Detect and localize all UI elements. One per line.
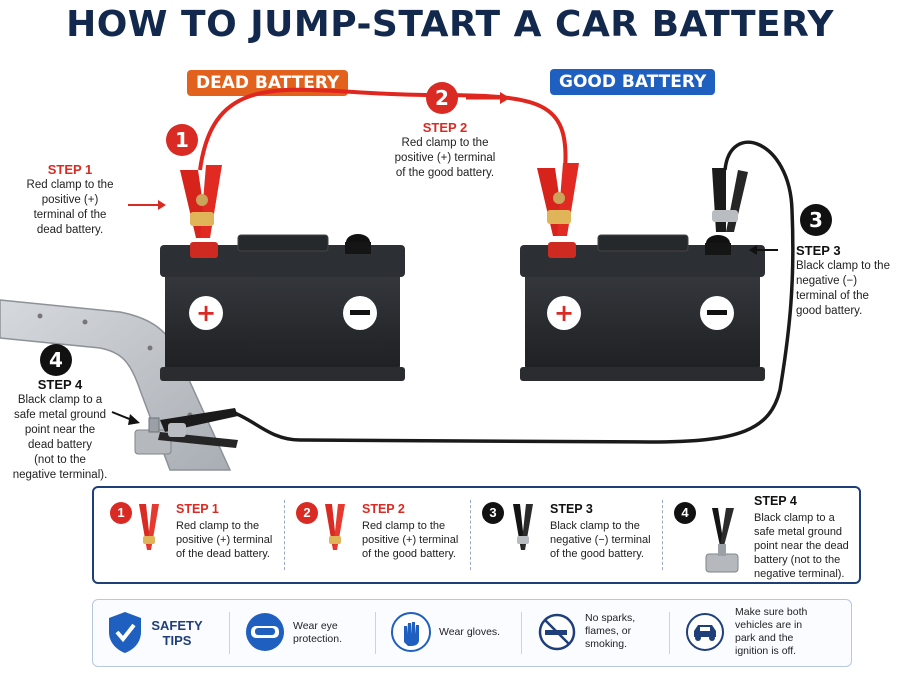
red-cable (198, 87, 568, 171)
summary-step1-badge: 1 (110, 502, 132, 524)
step2-number: 2 (426, 82, 458, 114)
glove-icon (391, 612, 431, 652)
summary-divider (662, 500, 664, 570)
tips-divider (375, 612, 376, 654)
step4-pointer (111, 411, 140, 425)
svg-text:+: + (196, 299, 216, 327)
tips-divider (669, 612, 670, 654)
dead-minus-symbol (343, 296, 377, 330)
tip-gloves-text: Wear gloves. (439, 626, 501, 638)
shield-check-icon (109, 612, 141, 653)
ground-clamp-icon (705, 508, 739, 573)
step3-pointer (749, 245, 778, 255)
dead-battery (160, 234, 405, 381)
black-clamp-good (712, 168, 748, 232)
jump-start-diagram: + + (0, 87, 795, 471)
good-minus-symbol (700, 296, 734, 330)
step1-number: 1 (166, 124, 198, 156)
goggles-icon (246, 613, 284, 651)
step1-pointer (128, 200, 166, 210)
tip-gloves: Wear gloves. (385, 600, 519, 666)
page-title: HOW TO JUMP-START A CAR BATTERY (66, 4, 834, 45)
summary-step2-badge: 2 (296, 502, 318, 524)
svg-text:+: + (554, 299, 574, 327)
red-clamp-icon (139, 504, 159, 550)
tips-divider (229, 612, 230, 654)
summary-divider (284, 500, 286, 570)
good-battery-label: GOOD BATTERY (550, 69, 716, 95)
black-clamp-icon (513, 504, 533, 550)
black-cable-top (231, 140, 795, 444)
dead-plus-symbol: + (189, 296, 223, 330)
step3-number: 3 (800, 204, 832, 236)
red-clamp-good (537, 163, 579, 236)
red-clamp-dead (180, 165, 222, 238)
tips-divider (521, 612, 522, 654)
step4-number: 4 (40, 344, 72, 376)
good-battery (520, 234, 765, 381)
red-clamp-icon (325, 504, 345, 550)
summary-step3-badge: 3 (482, 502, 504, 524)
car-icon (686, 613, 724, 651)
summary-divider (470, 500, 472, 570)
summary-step4-badge: 4 (674, 502, 696, 524)
black-clamp-ground (158, 408, 238, 448)
no-smoking-icon (538, 613, 576, 651)
good-plus-symbol: + (547, 296, 581, 330)
